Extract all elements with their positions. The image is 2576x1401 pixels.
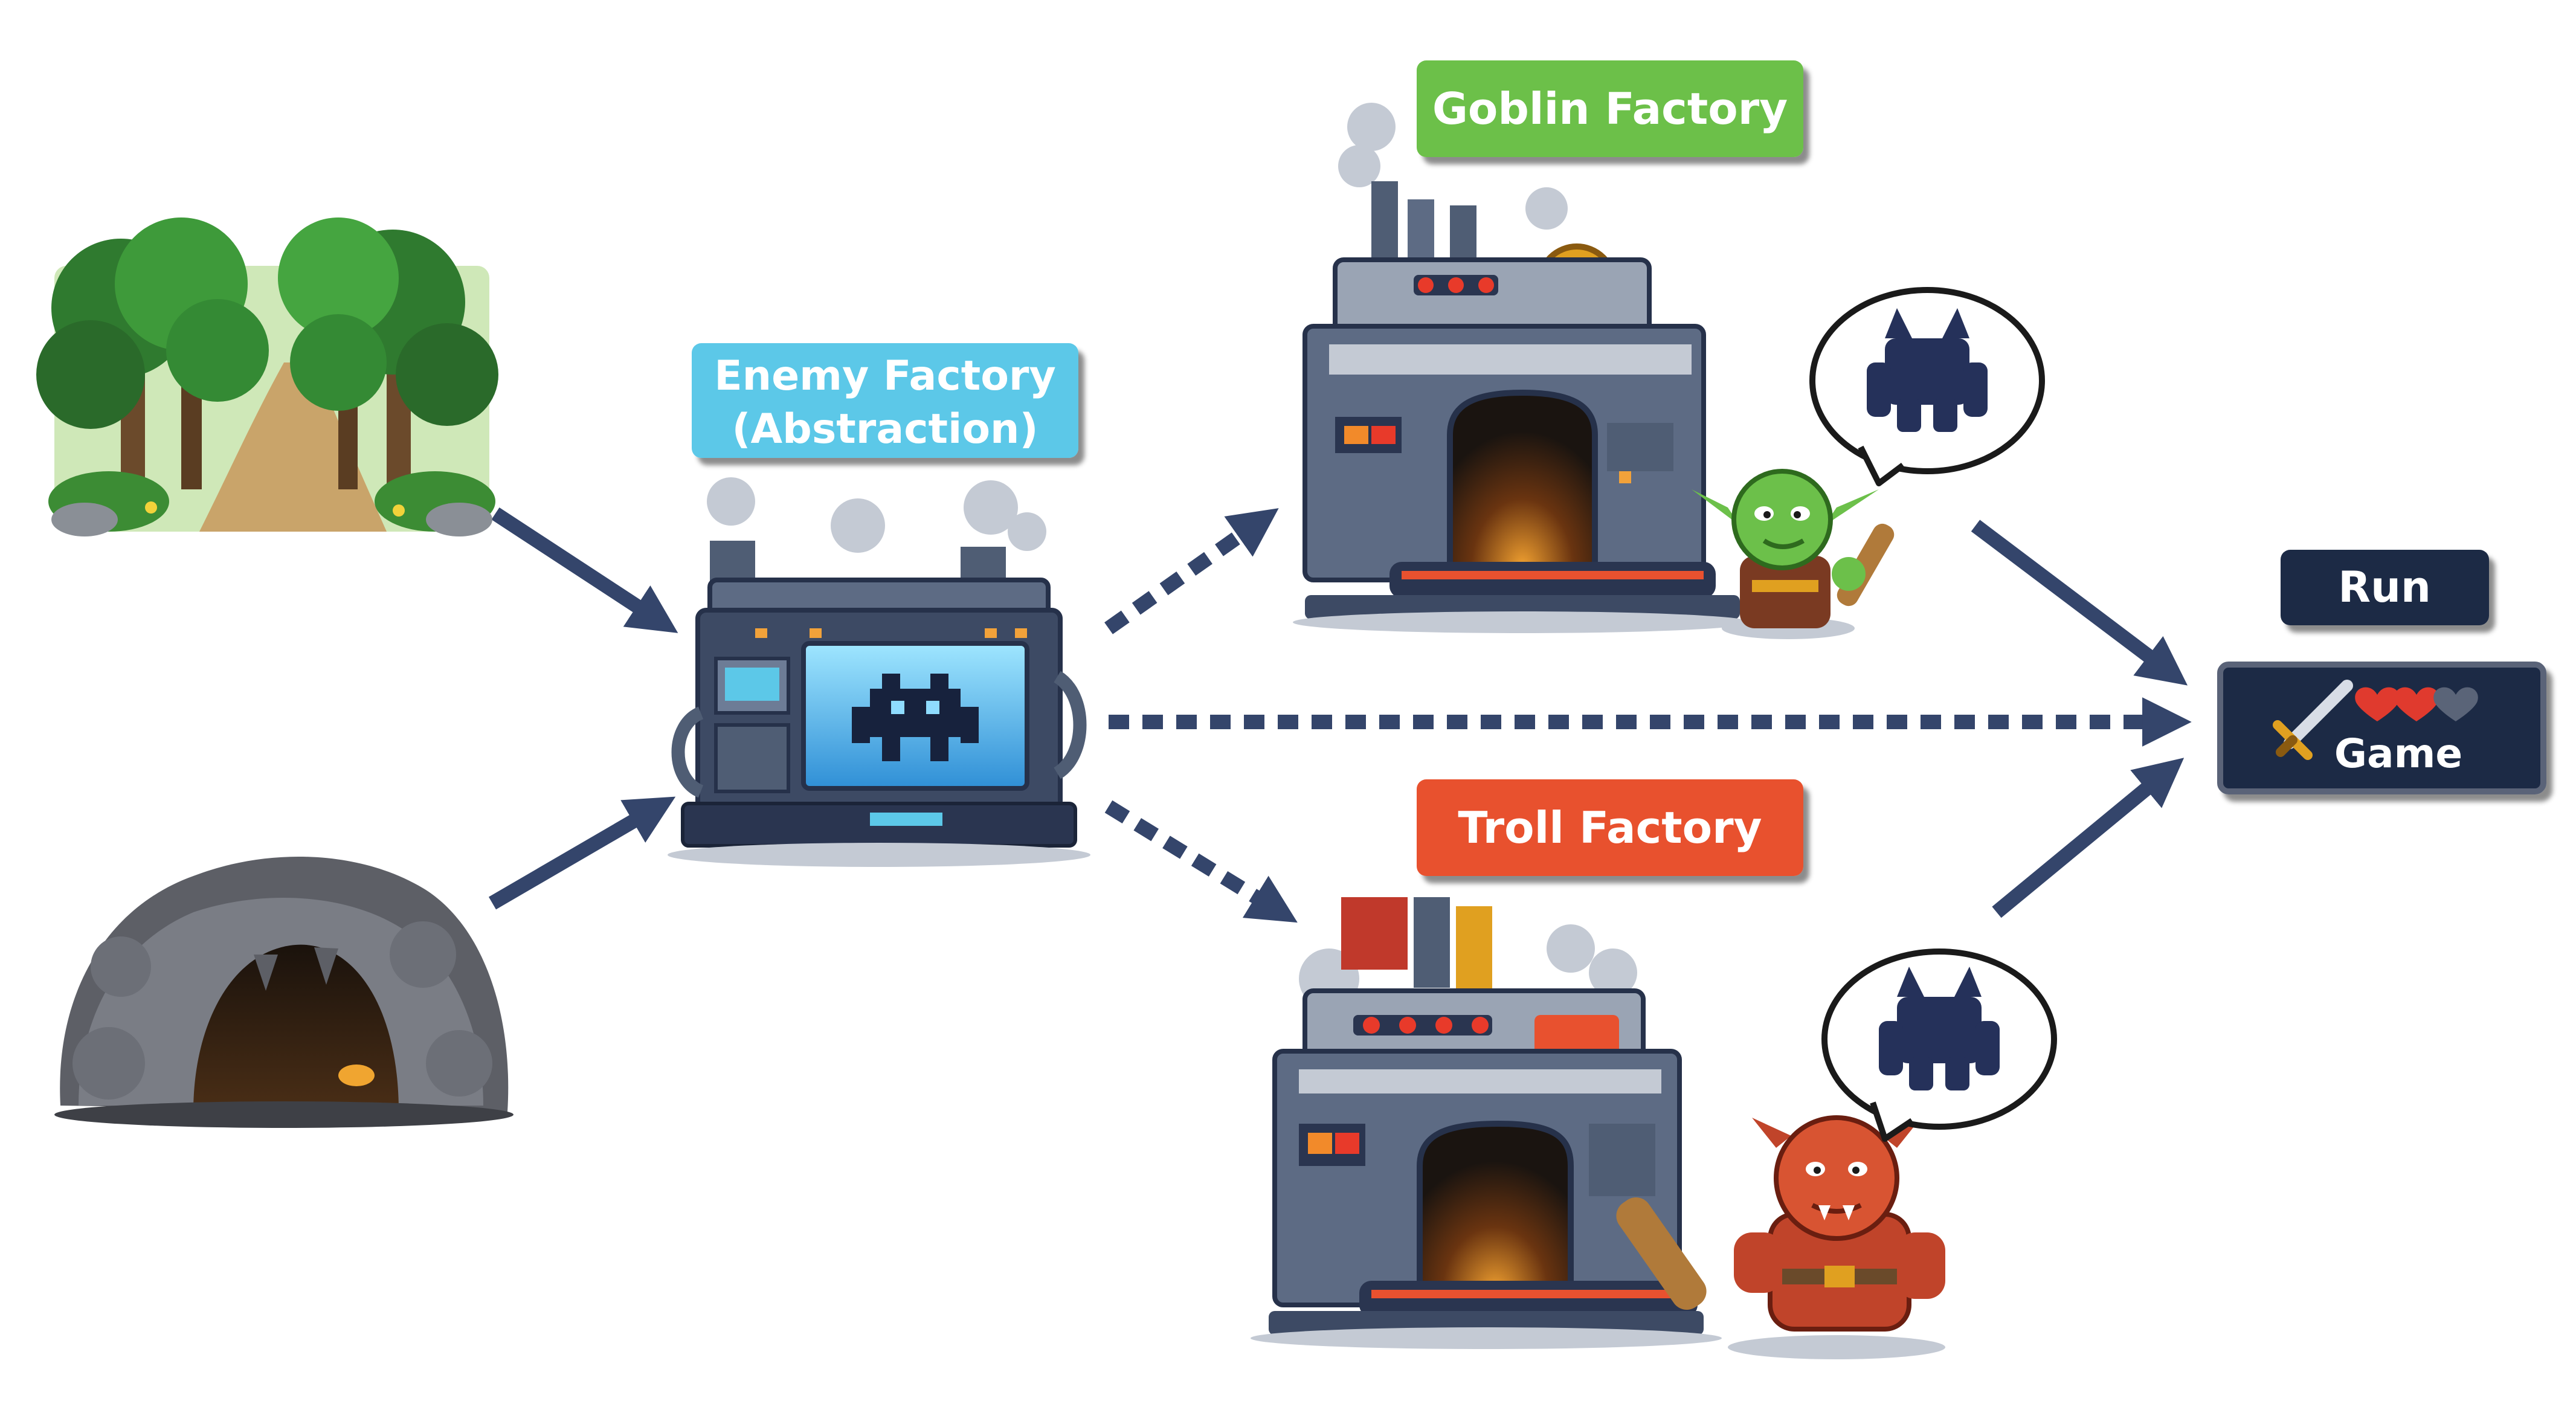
enemy-silhouette-speech-bubble-goblin <box>1809 287 2045 486</box>
sword-icon <box>2273 680 2353 760</box>
troll-factory-machine-icon <box>1251 897 1722 1349</box>
arrow-forest-to-enemy-factory <box>491 507 678 633</box>
dashed-arrow-enemy-to-troll-factory <box>1104 800 1298 923</box>
arrow-goblin-factory-to-game <box>1971 520 2188 686</box>
enemy-factory-label <box>692 343 1078 458</box>
goblin-character-icon <box>1692 469 1895 639</box>
forest-scene-icon <box>36 217 498 536</box>
goblin-factory-label <box>1417 60 1803 157</box>
troll-character-icon <box>1616 1115 1945 1359</box>
run-label-text: Run <box>2338 562 2431 612</box>
run-label <box>2281 550 2489 625</box>
enemy-factory-machine-icon <box>668 477 1090 867</box>
arrow-troll-factory-to-game <box>1992 758 2185 918</box>
cave-scene-icon <box>54 856 514 1128</box>
troll-factory-label-text: Troll Factory <box>1458 802 1762 853</box>
enemy-silhouette-speech-bubble-troll <box>1821 948 2057 1142</box>
enemy-factory-label-line2: (Abstraction) <box>732 405 1038 453</box>
goblin-factory-label-text: Goblin Factory <box>1432 83 1788 134</box>
enemy-silhouette-icon <box>1867 308 1988 432</box>
arrows <box>488 507 2192 923</box>
troll-factory-label <box>1417 779 1803 876</box>
game-label-text: Game <box>2334 730 2462 777</box>
dashed-arrow-enemy-to-goblin-factory <box>1104 508 1279 634</box>
goblin-factory-machine-icon <box>1293 103 1752 633</box>
enemy-factory-label-line1: Enemy Factory <box>714 352 1056 400</box>
space-invader-icon <box>852 674 979 761</box>
hearts-icon <box>2355 687 2478 721</box>
arrow-cave-to-enemy-factory <box>488 796 676 910</box>
enemy-silhouette-icon <box>1879 967 2000 1090</box>
